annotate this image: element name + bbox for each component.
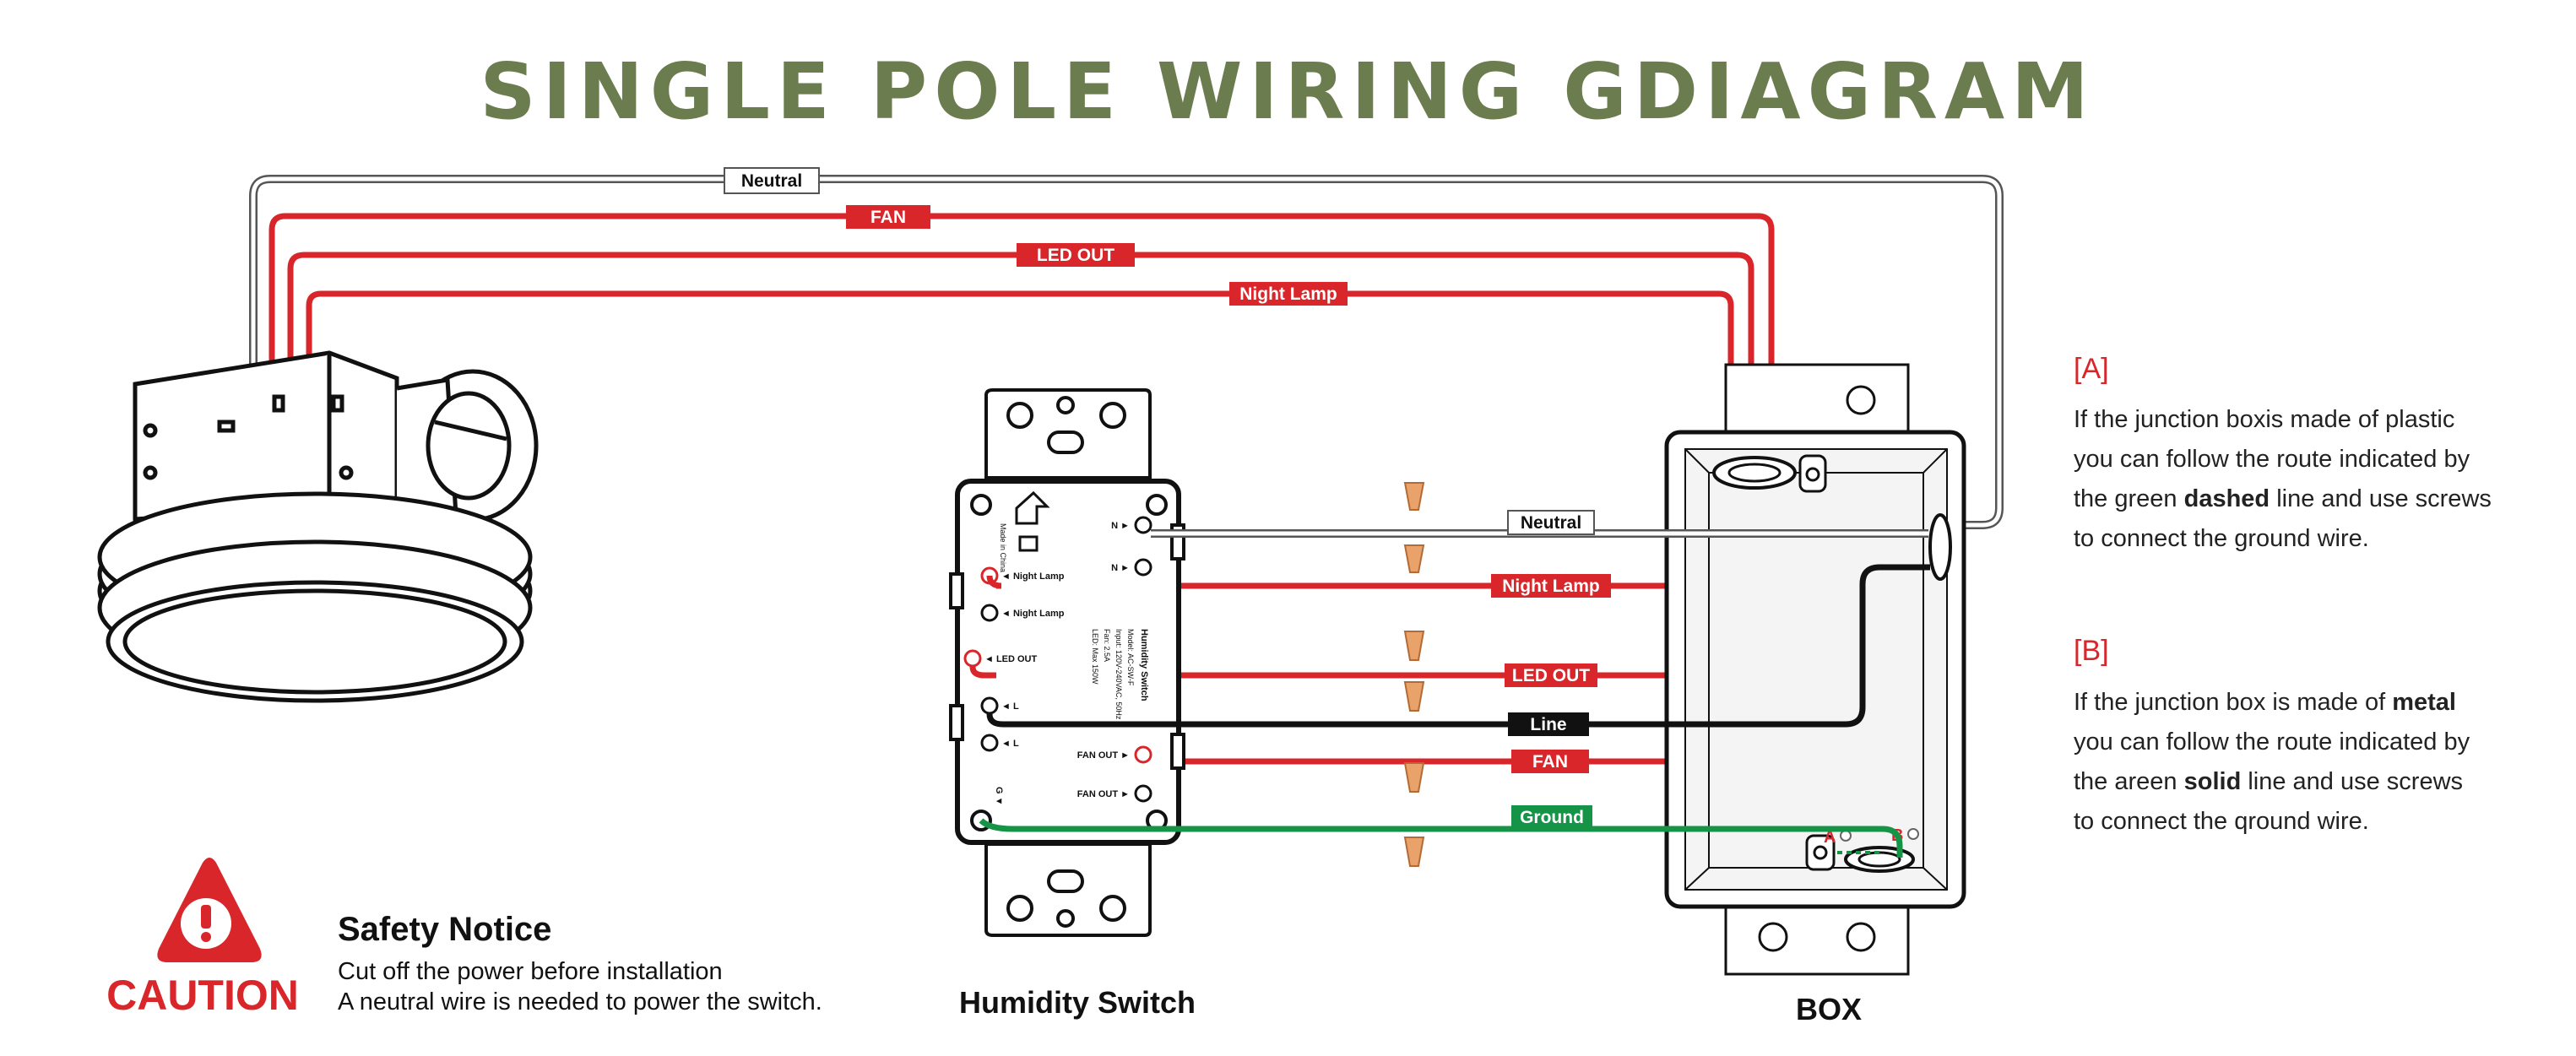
note-a-line-1: If the junction boxis made of plastic [2074, 406, 2454, 433]
svg-text:N ►: N ► [1111, 563, 1130, 573]
svg-text:FAN OUT ►: FAN OUT ► [1077, 750, 1130, 761]
wire-nuts [1403, 482, 1425, 867]
svg-text:Night Lamp: Night Lamp [1502, 577, 1600, 596]
box-caption: BOX [1796, 992, 1862, 1026]
neutral-wire-top [249, 175, 2004, 529]
svg-text:LED: Max 150W: LED: Max 150W [1091, 629, 1099, 685]
svg-text:◄ L: ◄ L [1001, 739, 1019, 749]
note-b-line-3: the areen solid line and use screws [2074, 768, 2463, 795]
svg-text:[B]: [B] [2074, 635, 2109, 667]
caution-icon [157, 858, 262, 962]
note-a-line-2: you can follow the route indicated by [2074, 446, 2470, 473]
label-night-mid: Night Lamp [1491, 574, 1611, 598]
svg-text:Neutral: Neutral [741, 171, 802, 191]
switch-caption: Humidity Switch [959, 985, 1196, 1020]
label-neutral-top: Neutral [724, 167, 820, 194]
label-line-mid: Line [1508, 712, 1589, 736]
line-wire [986, 564, 1930, 728]
page-title: SINGLE POLE WIRING GDIAGRAM [480, 46, 2095, 137]
svg-text:Model: AC-SW-F: Model: AC-SW-F [1126, 629, 1135, 686]
svg-text:LED OUT: LED OUT [1512, 666, 1590, 685]
svg-text:Made in China: Made in China [999, 523, 1007, 572]
humidity-switch: Made in China N ► N ► ◄ Night Lamp ◄ Nig… [949, 388, 1185, 937]
svg-text:◄ L: ◄ L [1001, 701, 1019, 712]
svg-text:G ▼: G ▼ [994, 787, 1004, 806]
caution-label: CAUTION [106, 972, 299, 1019]
safety-notice-line-2: A neutral wire is needed to power the sw… [338, 988, 822, 1015]
night-lamp-wire-mid [986, 575, 1002, 589]
svg-text:N ►: N ► [1111, 521, 1130, 531]
note-b: [B] If the junction box is made of metal… [2074, 635, 2470, 835]
svg-text:◄ Night Lamp: ◄ Night Lamp [1001, 571, 1065, 582]
note-b-line-4: to connect the qround wire. [2074, 808, 2369, 835]
svg-text:Line: Line [1530, 715, 1566, 734]
safety-notice-heading: Safety Notice [338, 911, 551, 948]
label-led-top: LED OUT [1017, 243, 1135, 267]
svg-text:Humidity Switch: Humidity Switch [1139, 629, 1149, 701]
label-led-mid: LED OUT [1505, 663, 1597, 687]
ground-wire [979, 818, 1903, 858]
label-fan-top: FAN [846, 205, 930, 229]
svg-text:Ground: Ground [1520, 808, 1584, 827]
svg-text:◄ Night Lamp: ◄ Night Lamp [1001, 609, 1065, 619]
svg-text:◄ LED OUT: ◄ LED OUT [984, 654, 1037, 664]
svg-text:LED OUT: LED OUT [1037, 246, 1114, 265]
note-a-line-3: the green dashed line and use screws [2074, 485, 2492, 512]
svg-text:FAN: FAN [870, 208, 906, 227]
svg-text:A: A [1824, 828, 1836, 847]
svg-text:Fan: 2.5A: Fan: 2.5A [1103, 629, 1111, 662]
safety-notice-line-1: Cut off the power before installation [338, 958, 723, 985]
svg-text:Neutral: Neutral [1521, 513, 1581, 533]
note-b-line-1: If the junction box is made of metal [2074, 689, 2456, 716]
junction-box: A B [1664, 363, 1966, 976]
svg-text:Input: 120V-240VAC, 50Hz: Input: 120V-240VAC, 50Hz [1114, 629, 1123, 720]
note-a-line-4: to connect the ground wire. [2074, 525, 2369, 552]
led-wire-mid [969, 666, 996, 679]
label-neutral-mid: Neutral [1507, 510, 1595, 535]
svg-text:FAN: FAN [1532, 752, 1568, 772]
label-fan-mid: FAN [1511, 750, 1589, 773]
exhaust-fan-unit [97, 350, 539, 703]
svg-text:FAN OUT ►: FAN OUT ► [1077, 789, 1130, 799]
svg-text:[A]: [A] [2074, 353, 2109, 385]
note-a: [A] If the junction boxis made of plasti… [2074, 353, 2492, 552]
label-ground-mid: Ground [1511, 805, 1592, 829]
svg-text:Night Lamp: Night Lamp [1239, 284, 1337, 304]
note-b-line-2: you can follow the route indicated by [2074, 728, 2470, 755]
label-night-top: Night Lamp [1229, 282, 1348, 306]
